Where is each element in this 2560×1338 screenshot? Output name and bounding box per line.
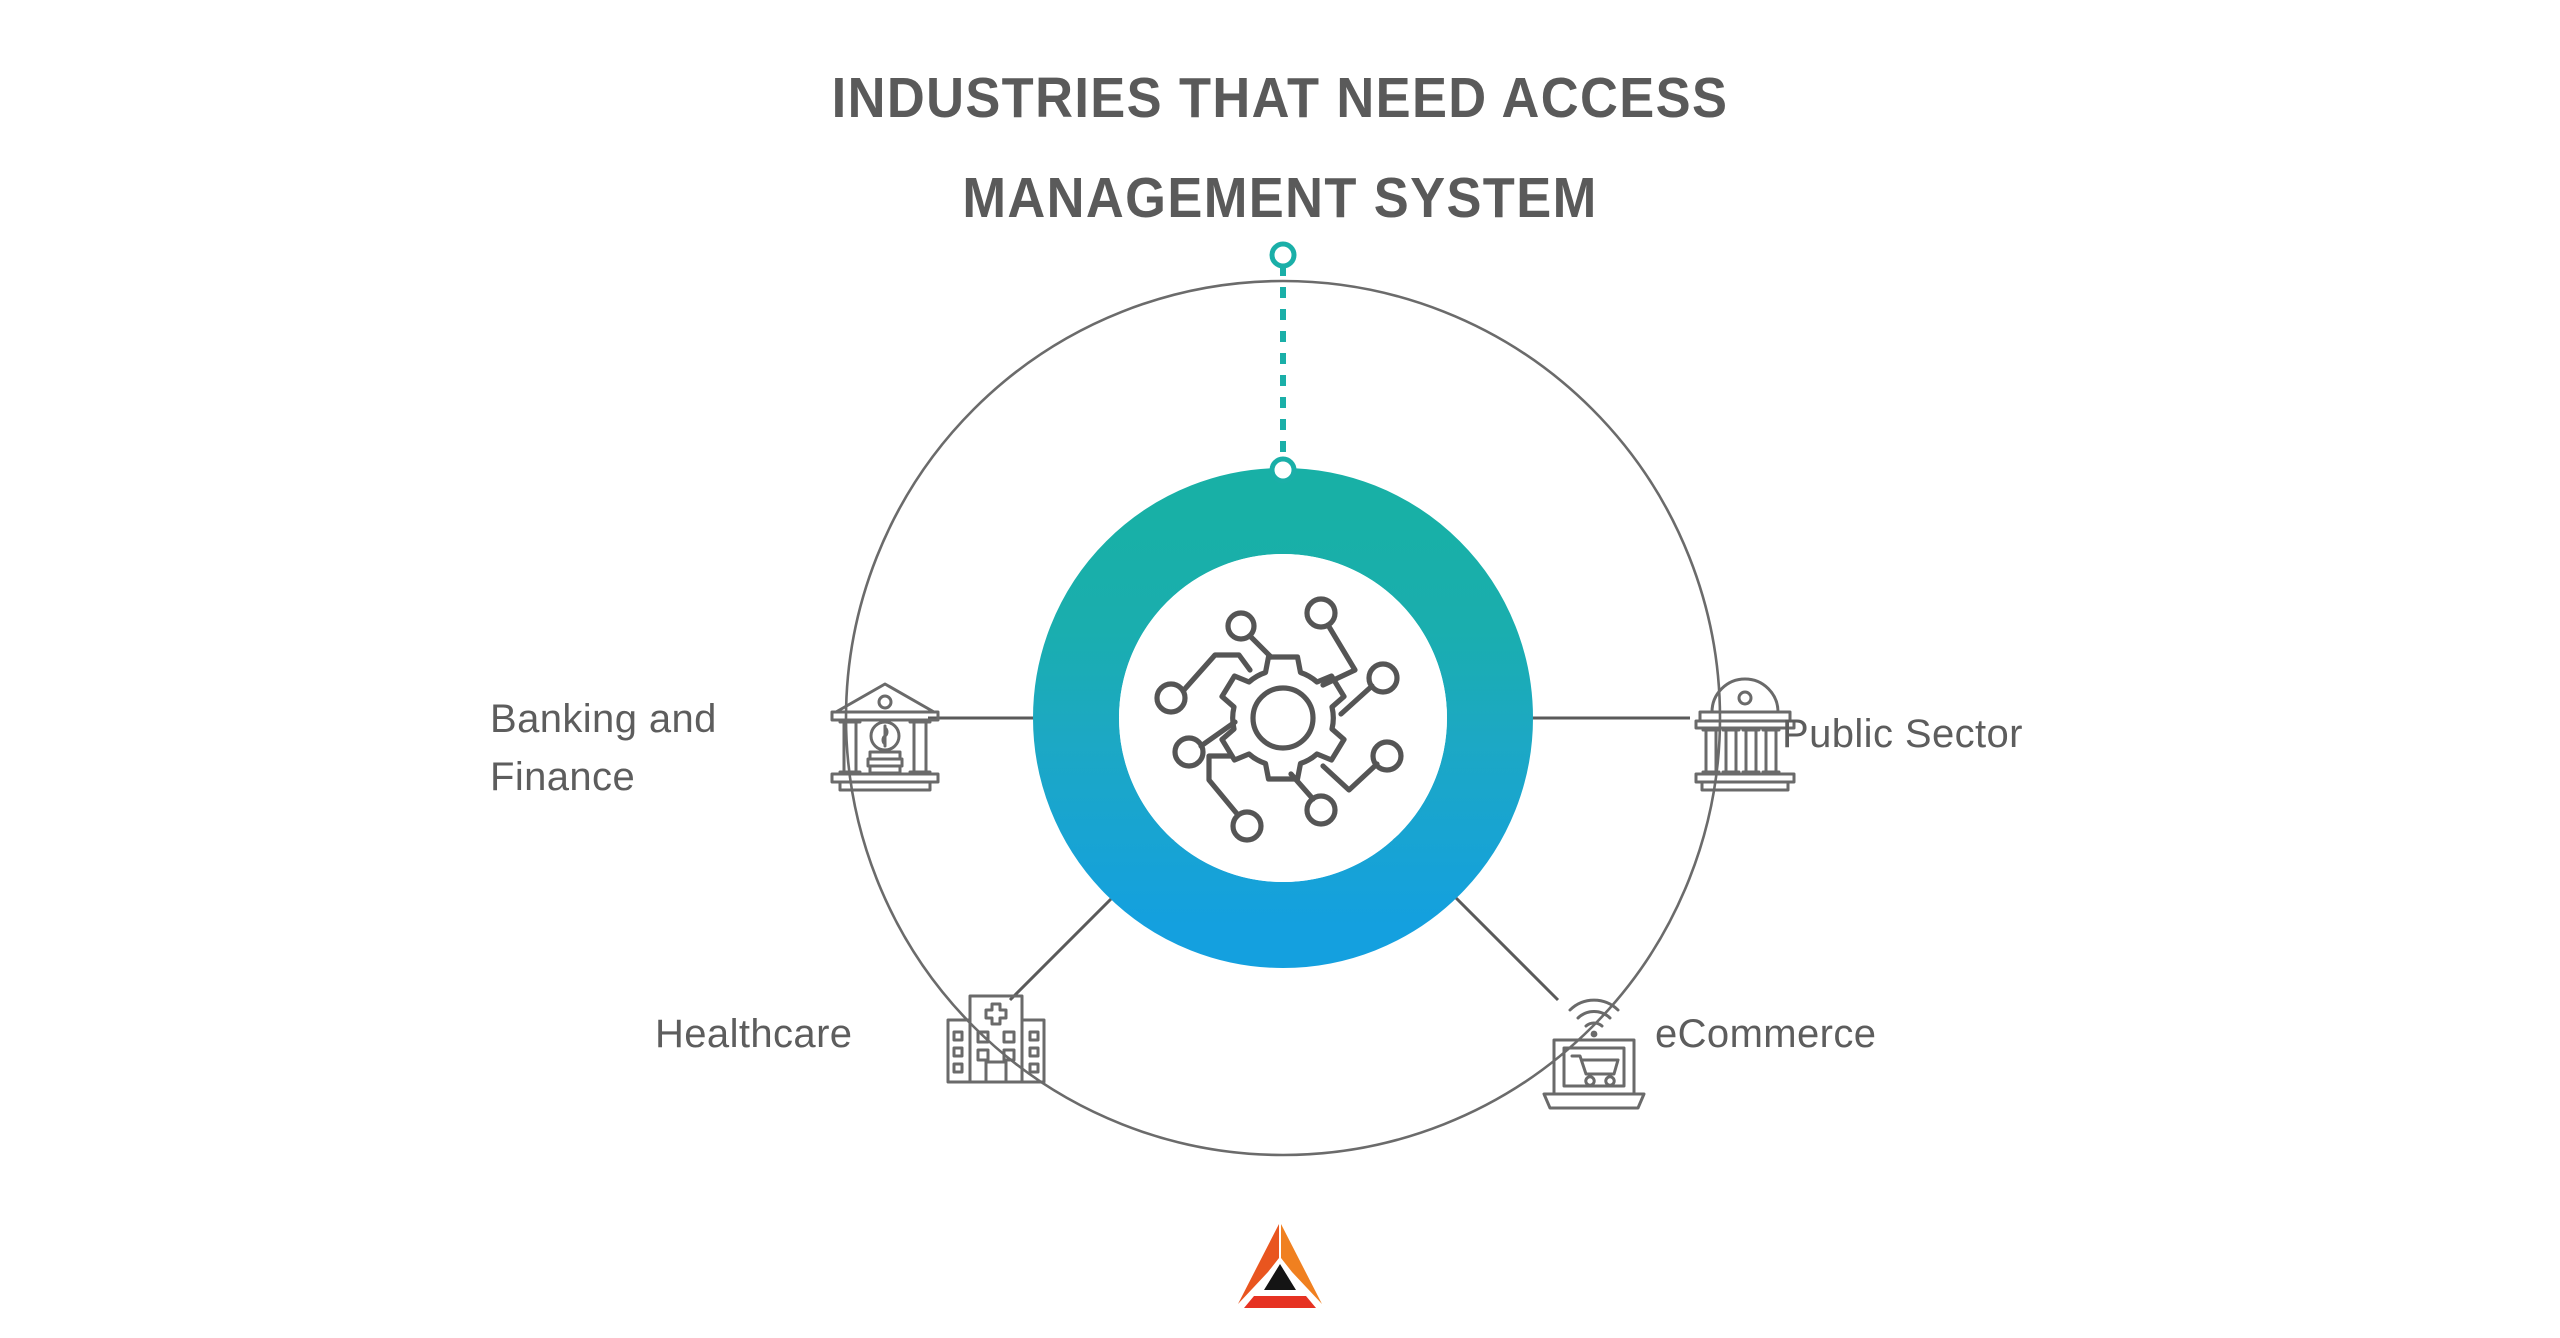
gear-network-icon (1154, 596, 1404, 843)
hospital-building-icon (946, 994, 1046, 1084)
bank-coins-icon (830, 682, 940, 792)
government-building-icon (1694, 677, 1796, 792)
connector-line-ecommerce-outer (1444, 886, 1560, 1002)
center-donut-ring (1033, 468, 1533, 968)
top-connector-dot-upper (1269, 241, 1297, 269)
company-triangle-logo (1238, 1224, 1322, 1308)
label-public-sector: Public Sector (1782, 712, 2023, 756)
laptop-cart-wifi-icon (1542, 998, 1646, 1110)
label-healthcare: Healthcare (655, 1012, 853, 1056)
outer-orbit-circle (844, 279, 1722, 1157)
label-banking-and-finance: Banking and Finance (490, 697, 717, 799)
label-ecommerce: eCommerce (1655, 1012, 1877, 1056)
top-connector-dot-lower (1269, 456, 1297, 484)
center-white-disc (1119, 554, 1447, 882)
connector-line-healthcare-outer (1008, 886, 1124, 1002)
